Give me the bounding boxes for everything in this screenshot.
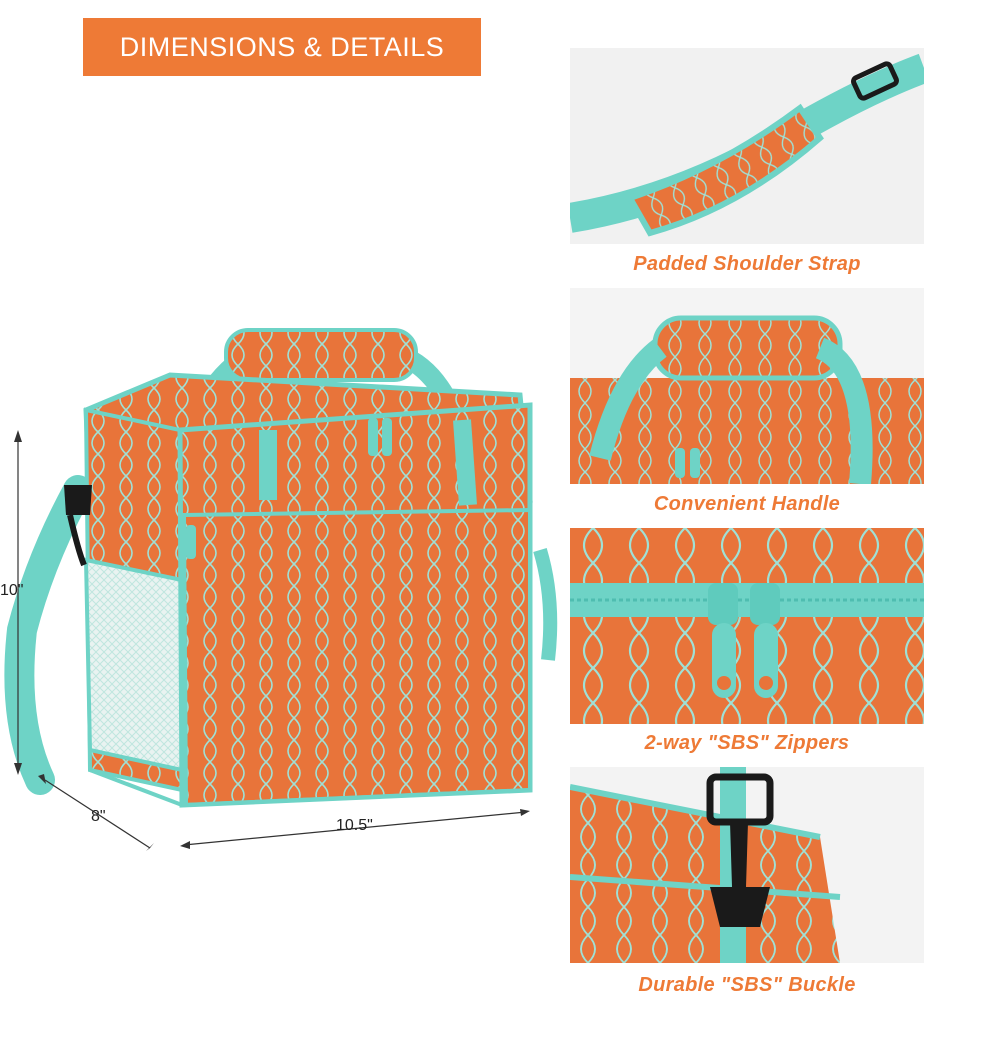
detail-caption-zippers: 2-way "SBS" Zippers	[644, 732, 850, 754]
detail-caption-handle: Convenient Handle	[653, 493, 841, 515]
buckle-photo	[570, 767, 924, 963]
detail-caption-buckle: Durable "SBS" Buckle	[638, 974, 856, 996]
shoulder-strap-photo	[570, 48, 924, 244]
zippers-photo	[570, 528, 924, 724]
title-banner: DIMENSIONS & DETAILS	[83, 18, 481, 76]
height-dimension-label: 10"	[0, 582, 24, 599]
width-dimension-label: 10.5"	[336, 817, 373, 834]
cooler-bag-photo	[4, 328, 558, 851]
depth-dimension-label: 8"	[91, 808, 106, 825]
detail-caption-shoulder-strap: Padded Shoulder Strap	[633, 253, 861, 275]
handle-photo	[570, 288, 924, 484]
page-title: DIMENSIONS & DETAILS	[119, 31, 445, 62]
